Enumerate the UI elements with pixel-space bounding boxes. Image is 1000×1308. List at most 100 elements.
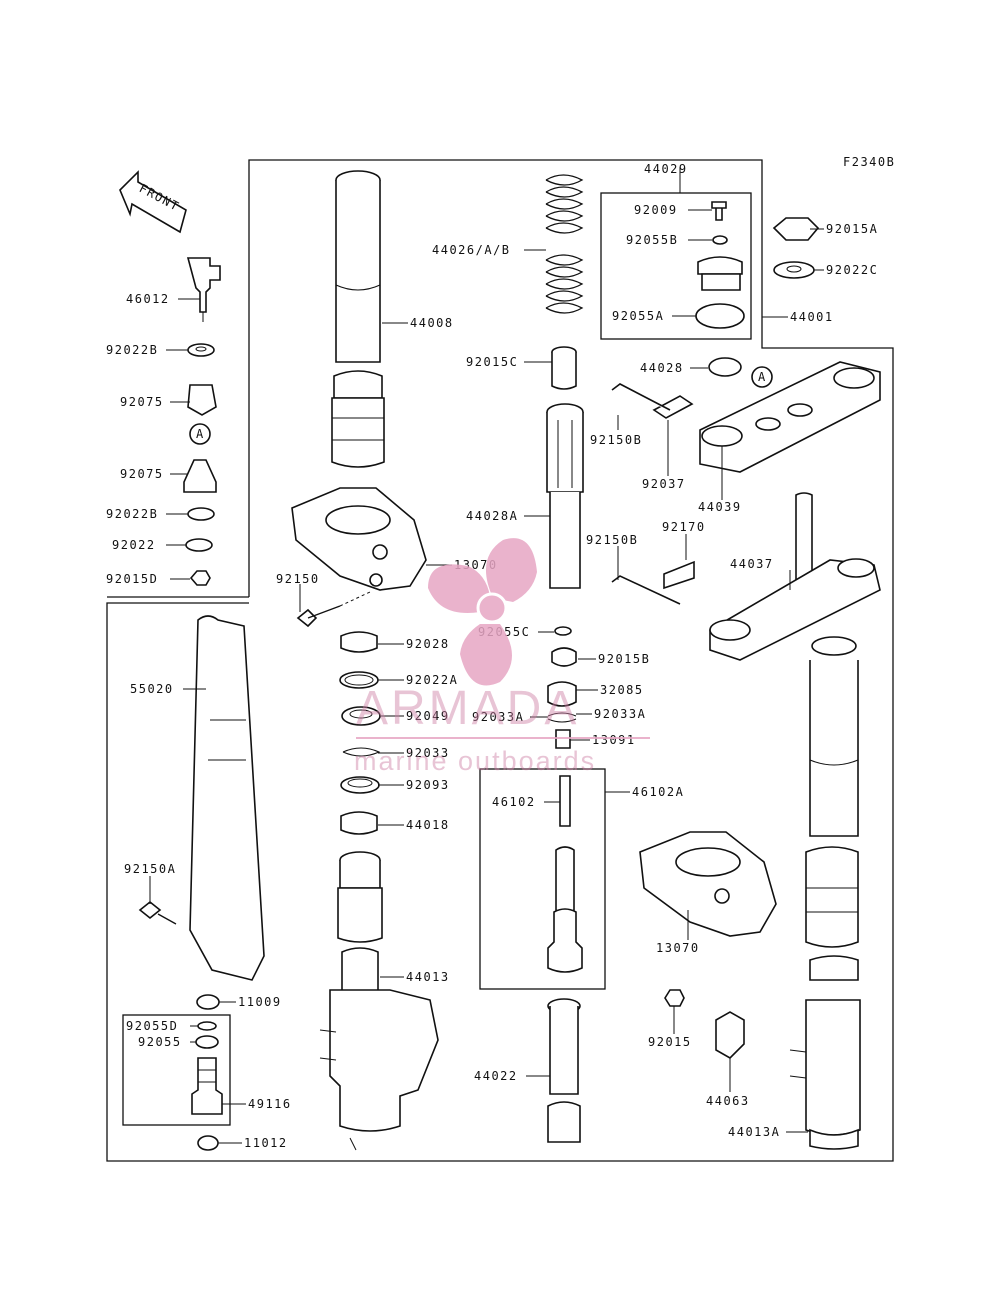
- label-92033A: 92033A: [594, 707, 646, 721]
- part-13070-clamp-right: [639, 831, 777, 937]
- part-44039-upper-bracket: A: [611, 361, 881, 473]
- label-92022C: 92022C: [826, 263, 878, 277]
- part-44028A-damper-rod: [546, 403, 584, 589]
- ref-marker-a-text-2: A: [758, 370, 767, 384]
- label-92033A: 92033A: [472, 710, 524, 724]
- part-44029-cap: [695, 201, 745, 329]
- label-44026: 44026/A/B: [432, 243, 511, 257]
- front-arrow-icon: FRONT: [119, 170, 187, 234]
- part-44013-outer-tube: [319, 851, 439, 1151]
- part-46102-cartridge: [547, 775, 583, 973]
- label-92093: 92093: [406, 778, 450, 792]
- part-44022-spacer: [547, 998, 581, 1143]
- part-11009-bush: [196, 994, 220, 1010]
- label-32085: 32085: [600, 683, 644, 697]
- watermark-brand: ARMADA: [356, 682, 579, 735]
- label-44001: 44001: [790, 310, 834, 324]
- label-44013: 44013: [406, 970, 450, 984]
- part-44028-cup: [708, 357, 742, 377]
- propeller-icon: [428, 538, 537, 686]
- part-92075-lower: [183, 459, 217, 493]
- label-92075: 92075: [120, 395, 164, 409]
- label-44028: 44028: [640, 361, 684, 375]
- ref-marker-a-text: A: [196, 427, 205, 441]
- part-92150-bolt: [296, 591, 371, 628]
- label-92055B: 92055B: [626, 233, 678, 247]
- label-92170: 92170: [662, 520, 706, 534]
- label-92055D: 92055D: [126, 1019, 178, 1033]
- part-92022-washer: [185, 538, 213, 552]
- label-92022A: 92022A: [406, 673, 458, 687]
- part-92015A-nut: [772, 217, 820, 241]
- label-92055A: 92055A: [612, 309, 664, 323]
- label-44018: 44018: [406, 818, 450, 832]
- part-13070-clamp-left: [291, 487, 427, 591]
- watermark-tagline: marine outboards: [354, 746, 596, 776]
- part-44013A-right-fork-leg: [789, 636, 861, 1150]
- label-44063: 44063: [706, 1094, 750, 1108]
- label-44008: 44008: [410, 316, 454, 330]
- part-92022C-washer: [773, 261, 815, 279]
- label-11012: 11012: [244, 1136, 288, 1150]
- label-92015D: 92015D: [106, 572, 158, 586]
- label-92009: 92009: [634, 203, 678, 217]
- part-92075-upper: [187, 384, 217, 416]
- label-92028: 92028: [406, 637, 450, 651]
- part-44063-holder: [715, 1011, 745, 1059]
- part-92022B-washer: [187, 343, 215, 357]
- label-92015A: 92015A: [826, 222, 878, 236]
- part-92033A-ring: [547, 712, 577, 723]
- label-92022B: 92022B: [106, 507, 158, 521]
- ring-stack: [339, 631, 381, 835]
- label-44013A: 44013A: [728, 1125, 780, 1139]
- label-92150B: 92150B: [586, 533, 638, 547]
- label-46102: 46102: [492, 795, 536, 809]
- part-46012-bolt: [186, 257, 221, 322]
- label-46012: 46012: [126, 292, 170, 306]
- label-92049: 92049: [406, 709, 450, 723]
- part-92022B-washer-2: [187, 507, 215, 521]
- part-11012-cap: [197, 1135, 219, 1151]
- label-92033: 92033: [406, 746, 450, 760]
- figure-code: F2340B: [843, 155, 895, 169]
- label-92055: 92055: [138, 1035, 182, 1049]
- label-49116: 49116: [248, 1097, 292, 1111]
- label-44022: 44022: [474, 1069, 518, 1083]
- diagram-frame: [106, 159, 894, 1162]
- label-92015B: 92015B: [598, 652, 650, 666]
- part-44037-lower-bracket: [611, 492, 881, 661]
- label-92022B: 92022B: [106, 343, 158, 357]
- label-44039: 44039: [698, 500, 742, 514]
- label-92037: 92037: [642, 477, 686, 491]
- label-44028A: 44028A: [466, 509, 518, 523]
- label-44037: 44037: [730, 557, 774, 571]
- ref-marker-a: [189, 423, 211, 445]
- label-92015: 92015: [648, 1035, 692, 1049]
- label-44029: 44029: [644, 162, 688, 176]
- label-46102A: 46102A: [632, 785, 684, 799]
- label-13070: 13070: [656, 941, 700, 955]
- part-44008-inner-tube: [331, 170, 385, 468]
- part-92015D-nut: [189, 570, 211, 586]
- part-92015C-collar: [551, 346, 577, 390]
- leader-lines: [149, 167, 824, 1144]
- part-92015-nut: [664, 989, 685, 1007]
- label-92075: 92075: [120, 467, 164, 481]
- label-92150: 92150: [276, 572, 320, 586]
- label-92015C: 92015C: [466, 355, 518, 369]
- label-13091: 13091: [592, 733, 636, 747]
- part-92150A-bolt: [138, 900, 177, 925]
- part-92055D-oring: [197, 1021, 217, 1031]
- part-55020-fork-guard: [189, 615, 265, 981]
- part-44026-spring: [545, 174, 584, 314]
- label-92150B: 92150B: [590, 433, 642, 447]
- part-labels: 46012 92022B 92075 92075 92022B 92022 92…: [106, 162, 878, 1150]
- label-55020: 55020: [130, 682, 174, 696]
- label-11009: 11009: [238, 995, 282, 1009]
- part-32085-collar: [547, 681, 577, 707]
- part-92055C-oring: [554, 626, 572, 636]
- watermark-logo: ARMADA marine outboards: [354, 538, 650, 776]
- label-92022: 92022: [112, 538, 156, 552]
- part-92015B-nut: [551, 647, 577, 667]
